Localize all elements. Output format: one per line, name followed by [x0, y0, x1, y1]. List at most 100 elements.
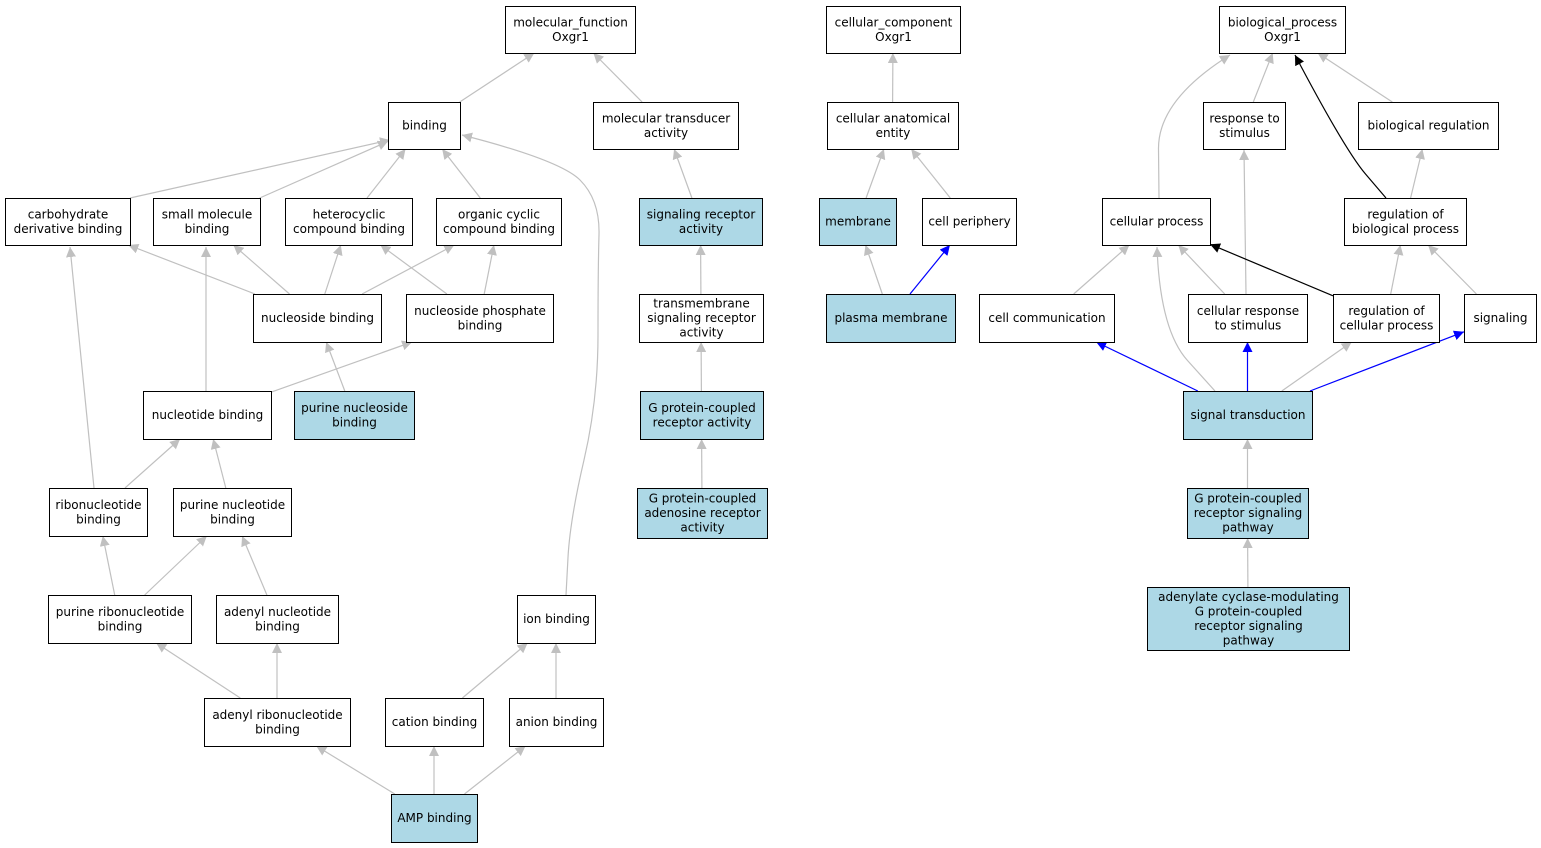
edge-rts-to-bp [1252, 52, 1274, 103]
node-label-line: G protein-coupled [1195, 604, 1303, 618]
go-term-node-st[interactable]: signal transduction [1183, 391, 1313, 440]
node-label-line: biological process [1352, 222, 1459, 236]
node-label-line: Oxgr1 [552, 30, 589, 44]
edge-rbp-to-breg [1410, 148, 1425, 199]
go-term-node-pm[interactable]: plasma membrane [826, 294, 956, 343]
node-label-line: binding [255, 619, 300, 633]
node-box [1183, 391, 1313, 440]
node-label-line: response to [1209, 111, 1279, 125]
go-term-node-ionb[interactable]: ion binding [517, 595, 596, 644]
edge-rnb-to-ntb [124, 438, 181, 489]
go-term-node-anib[interactable]: anion binding [509, 698, 604, 747]
edge-prnb-to-rnb [99, 535, 116, 596]
node-label-line: cellular response [1197, 304, 1299, 318]
node-box [1187, 488, 1309, 539]
node-box [1102, 198, 1211, 246]
node-label-line: G protein-coupled [649, 492, 757, 506]
node-label-line: cellular process [1340, 318, 1434, 332]
node-box [1464, 294, 1537, 343]
node-label-line: nucleoside phosphate [414, 304, 546, 318]
node-box [826, 294, 956, 343]
edge-npb-to-hcb [380, 244, 448, 295]
node-label-line: signaling receptor [647, 311, 756, 325]
node-box [505, 6, 636, 54]
node-label-line: anion binding [516, 715, 598, 729]
node-label-line: molecular transducer [602, 111, 730, 125]
edge-nsb-to-smb [233, 244, 290, 295]
go-term-node-ampb[interactable]: AMP binding [391, 794, 478, 843]
node-box [639, 294, 764, 343]
node-label-line: compound binding [293, 222, 405, 236]
go-term-node-cp[interactable]: cell periphery [922, 198, 1017, 246]
edge-arnb-to-prnb [155, 642, 241, 699]
edge-mta-to-mf [592, 52, 643, 103]
go-term-node-sig[interactable]: signaling [1464, 294, 1537, 343]
go-term-node-mem[interactable]: membrane [819, 198, 897, 246]
node-label-line: cell communication [988, 311, 1105, 325]
node-box [1203, 102, 1286, 150]
edge-ccomm-to-cproc [1073, 244, 1130, 295]
go-term-node-breg[interactable]: biological regulation [1358, 102, 1499, 150]
edge-ampb-to-arnb [315, 745, 396, 795]
node-label-line: membrane [825, 215, 891, 229]
node-label-line: nucleoside binding [261, 311, 374, 325]
node-label-line: transmembrane [653, 297, 750, 311]
node-label-line: purine nucleoside [301, 401, 408, 415]
edge-crs-to-cproc [1177, 244, 1226, 295]
go-term-node-ntb[interactable]: nucleotide binding [143, 391, 272, 440]
go-term-node-nsb[interactable]: nucleoside binding [253, 294, 382, 343]
node-label-line: binding [332, 415, 377, 429]
node-box [1344, 198, 1467, 246]
edge-pm-to-cp [909, 244, 951, 295]
node-box [1333, 294, 1440, 343]
go-term-node-cproc[interactable]: cellular process [1102, 198, 1211, 246]
go-term-node-binding[interactable]: binding [388, 102, 461, 150]
node-label-line: pathway [1222, 521, 1274, 535]
node-label-line: binding [458, 318, 503, 332]
go-term-node-ccomm[interactable]: cell communication [979, 294, 1115, 343]
edge-prnb-to-pntb [144, 535, 208, 596]
node-label-line: cellular_component [835, 15, 953, 29]
go-term-node-catb[interactable]: cation binding [385, 698, 484, 747]
node-box [979, 294, 1115, 343]
node-box [216, 595, 339, 644]
node-label-line: activity [680, 521, 724, 535]
node-box [253, 294, 382, 343]
node-box [48, 595, 192, 644]
node-box [637, 488, 768, 539]
edge-smb-to-binding [259, 140, 389, 199]
node-label-line: adenyl nucleotide [224, 605, 331, 619]
edge-ionb-to-binding [461, 132, 600, 596]
node-label-line: small molecule [162, 207, 252, 221]
edge-pm-to-mem [864, 244, 883, 295]
edge-st-to-ccomm [1095, 341, 1199, 392]
node-label-line: cellular process [1110, 215, 1204, 229]
node-label-line: binding [402, 119, 447, 133]
